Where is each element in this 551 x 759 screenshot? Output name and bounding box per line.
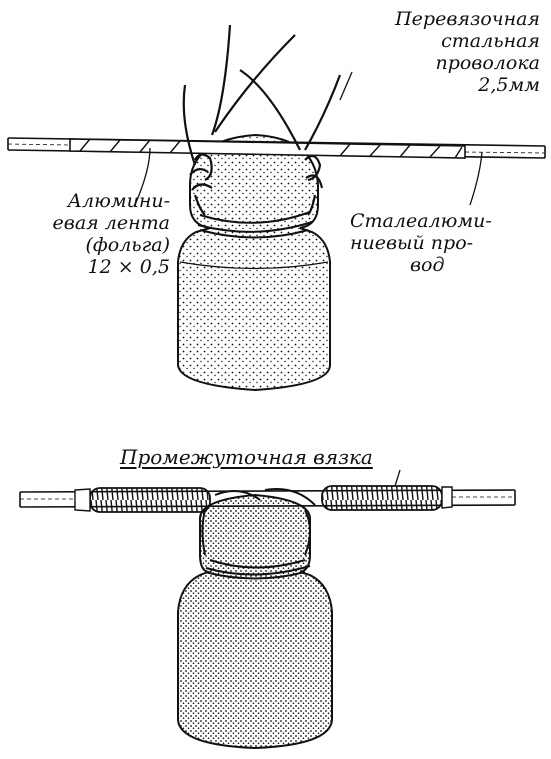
top-binding-wire (182, 24, 342, 233)
bottom-binding-wire (201, 488, 316, 576)
top-foil-tape (69, 138, 466, 159)
bottom-leader-lines (394, 469, 401, 487)
bottom-assembly (19, 485, 516, 750)
label-steel-wire-line-4: 2,5мм (478, 74, 540, 96)
top-insulator (177, 133, 331, 392)
label-foil-line-4: 12 × 0,5 (87, 256, 170, 278)
label-intermediate-binding: Промежуточная вязка (120, 446, 480, 468)
label-foil-line-2: евая лента (52, 212, 170, 234)
bottom-coil-left (89, 487, 211, 513)
top-leader-lines (134, 71, 483, 206)
label-foil-line-3: (фольга) (85, 234, 170, 256)
label-steel-wire-line-2: стальная (441, 30, 540, 52)
bottom-coil-right (321, 485, 443, 511)
label-steel-wire-line-1: Перевязочная (395, 8, 540, 30)
label-foil-tape: Алюмини- евая лента (фольга) 12 × 0,5 (10, 190, 170, 278)
label-conductor-line-1: Сталеалюми- (350, 210, 492, 232)
label-conductor: Сталеалюми- ниевый про- вод (350, 210, 540, 276)
label-foil-line-1: Алюмини- (67, 190, 170, 212)
label-binding-text: Промежуточная вязка (120, 445, 373, 469)
label-conductor-line-2: ниевый про- (350, 232, 474, 254)
label-conductor-line-3: вод (410, 254, 445, 276)
label-steel-wire-line-3: проволока (435, 52, 540, 74)
bottom-foil-ends (74, 486, 453, 512)
top-assembly (7, 24, 546, 392)
bottom-insulator (177, 493, 333, 750)
label-steel-wire: Перевязочная стальная проволока 2,5мм (335, 8, 540, 96)
